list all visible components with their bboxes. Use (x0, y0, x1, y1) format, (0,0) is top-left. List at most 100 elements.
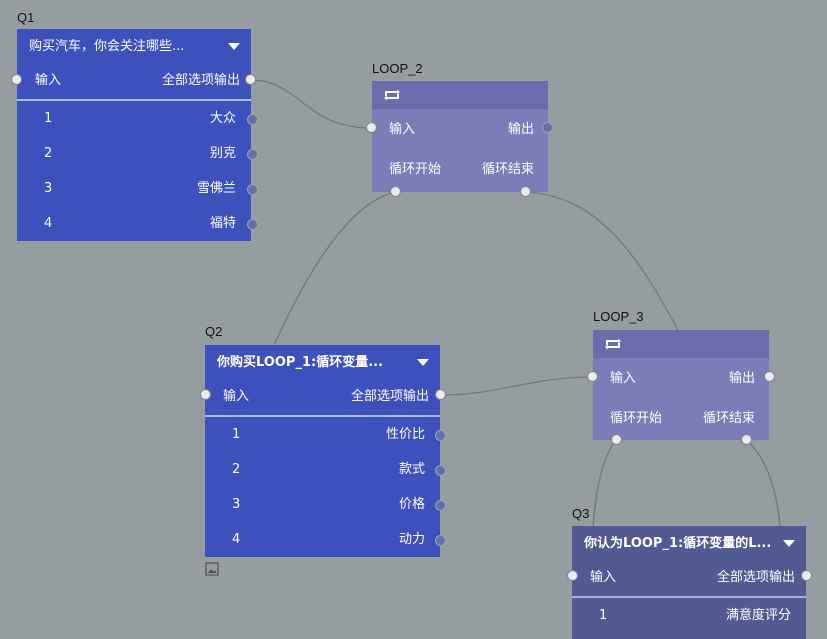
loop3-node[interactable]: 输入 输出 循环开始 循环结束 (593, 330, 769, 440)
q2-options: 1 性价比 2 款式 3 价格 4 动力 (205, 417, 440, 558)
loop2-output-label: 输出 (507, 122, 534, 137)
loop3-header (593, 330, 769, 358)
option-number: 1 (599, 608, 608, 623)
loop3-io-row: 输入 输出 (593, 358, 769, 398)
chevron-down-icon[interactable] (417, 359, 429, 366)
loop-icon (384, 89, 400, 101)
q2-option-4-port[interactable] (435, 535, 446, 546)
loop2-loop-end-port[interactable] (520, 186, 531, 197)
option-text: 款式 (398, 462, 425, 477)
q1-output-label: 全部选项输出 (161, 73, 240, 88)
q2-io-row: 输入 全部选项输出 (205, 380, 440, 415)
q2-input-port[interactable] (200, 389, 211, 400)
q2-divider (205, 415, 440, 417)
q3-label: Q3 (572, 506, 590, 521)
q1-divider (17, 99, 251, 101)
option-number: 4 (44, 216, 53, 231)
q2-option-3[interactable]: 3 价格 (205, 488, 440, 523)
q2-header[interactable]: 你购买LOOP_1:循环变量... (205, 345, 440, 380)
wire-loop3-start-to-q3 (592, 439, 617, 528)
q1-option-4[interactable]: 4 福特 (17, 207, 251, 242)
q3-io-row: 输入 全部选项输出 (572, 561, 806, 596)
q2-option-2[interactable]: 2 款式 (205, 453, 440, 488)
chevron-down-icon[interactable] (228, 43, 240, 50)
loop3-output-port[interactable] (764, 371, 775, 382)
option-text: 满意度评分 (725, 608, 791, 623)
loop3-loop-row: 循环开始 循环结束 (593, 398, 769, 438)
wire-loop3-end-to-q3 (745, 439, 781, 528)
q3-input-port[interactable] (567, 570, 578, 581)
q1-option-3-port[interactable] (247, 184, 258, 195)
q2-option-1[interactable]: 1 性价比 (205, 418, 440, 453)
loop3-input-port[interactable] (587, 371, 598, 382)
q3-input-label: 输入 (590, 570, 617, 585)
option-text: 别克 (209, 146, 236, 161)
q1-option-2-port[interactable] (247, 149, 258, 160)
q1-io-row: 输入 全部选项输出 (17, 64, 251, 99)
q3-title: 你认为LOOP_1:循环变量的L... (584, 536, 772, 551)
q3-divider (572, 596, 806, 598)
loop2-output-port[interactable] (542, 122, 553, 133)
loop3-loop-end-label: 循环结束 (702, 411, 755, 426)
q3-output-port[interactable] (801, 570, 812, 581)
option-number: 1 (44, 111, 53, 126)
q1-input-port[interactable] (11, 74, 22, 85)
option-text: 价格 (398, 497, 425, 512)
option-number: 1 (232, 427, 241, 442)
wire-loop2-start-to-q2 (273, 191, 396, 346)
option-text: 大众 (209, 111, 236, 126)
q2-option-2-port[interactable] (435, 465, 446, 476)
q2-output-port[interactable] (435, 389, 446, 400)
loop3-loop-start-label: 循环开始 (610, 411, 663, 426)
loop3-loop-start-port[interactable] (611, 434, 622, 445)
q1-label: Q1 (17, 10, 35, 25)
q1-option-1[interactable]: 1 大众 (17, 102, 251, 137)
q3-options: 1 满意度评分 (572, 598, 806, 634)
loop2-label: LOOP_2 (372, 61, 423, 76)
q2-input-label: 输入 (223, 389, 250, 404)
image-icon[interactable] (205, 562, 219, 576)
q1-options: 1 大众 2 别克 3 雪佛兰 4 福特 (17, 101, 251, 242)
q2-option-1-port[interactable] (435, 430, 446, 441)
loop2-input-port[interactable] (366, 122, 377, 133)
q3-output-label: 全部选项输出 (716, 570, 795, 585)
q1-header[interactable]: 购买汽车，你会关注哪些... (17, 29, 251, 64)
q1-option-3[interactable]: 3 雪佛兰 (17, 172, 251, 207)
q1-option-2[interactable]: 2 别克 (17, 137, 251, 172)
chevron-down-icon[interactable] (783, 540, 795, 547)
option-text: 福特 (209, 216, 236, 231)
loop3-loop-end-port[interactable] (741, 434, 752, 445)
wire-q2-to-loop3 (439, 376, 594, 396)
q1-title: 购买汽车，你会关注哪些... (29, 39, 185, 54)
loop2-node[interactable]: 输入 输出 循环开始 循环结束 (372, 81, 548, 192)
loop2-loop-start-port[interactable] (390, 186, 401, 197)
loop3-input-label: 输入 (610, 371, 637, 386)
loop3-output-label: 输出 (728, 371, 755, 386)
q2-title: 你购买LOOP_1:循环变量... (217, 355, 384, 370)
q1-node[interactable]: 购买汽车，你会关注哪些... 输入 全部选项输出 1 大众 2 别克 3 雪佛兰… (17, 29, 251, 241)
option-number: 4 (232, 532, 241, 547)
q2-node[interactable]: 你购买LOOP_1:循环变量... 输入 全部选项输出 1 性价比 2 款式 3… (205, 345, 440, 557)
q3-node[interactable]: 你认为LOOP_1:循环变量的L... 输入 全部选项输出 1 满意度评分 (572, 526, 806, 639)
option-number: 2 (232, 462, 241, 477)
q2-option-4[interactable]: 4 动力 (205, 523, 440, 558)
loop2-loop-row: 循环开始 循环结束 (372, 149, 548, 189)
option-text: 雪佛兰 (196, 181, 236, 196)
loop3-label: LOOP_3 (593, 309, 644, 324)
q3-option-1[interactable]: 1 满意度评分 (572, 599, 806, 634)
option-number: 3 (232, 497, 241, 512)
wire-q1-to-loop2 (250, 79, 372, 129)
loop2-loop-start-label: 循环开始 (389, 162, 442, 177)
q1-input-label: 输入 (35, 73, 62, 88)
option-text: 性价比 (385, 427, 425, 442)
q1-option-1-port[interactable] (247, 114, 258, 125)
loop2-header (372, 81, 548, 109)
q3-header[interactable]: 你认为LOOP_1:循环变量的L... (572, 526, 806, 561)
q2-option-3-port[interactable] (435, 500, 446, 511)
q1-output-port[interactable] (245, 74, 256, 85)
loop2-input-label: 输入 (389, 122, 416, 137)
loop-icon (605, 338, 621, 350)
q1-option-4-port[interactable] (247, 219, 258, 230)
option-text: 动力 (398, 532, 425, 547)
